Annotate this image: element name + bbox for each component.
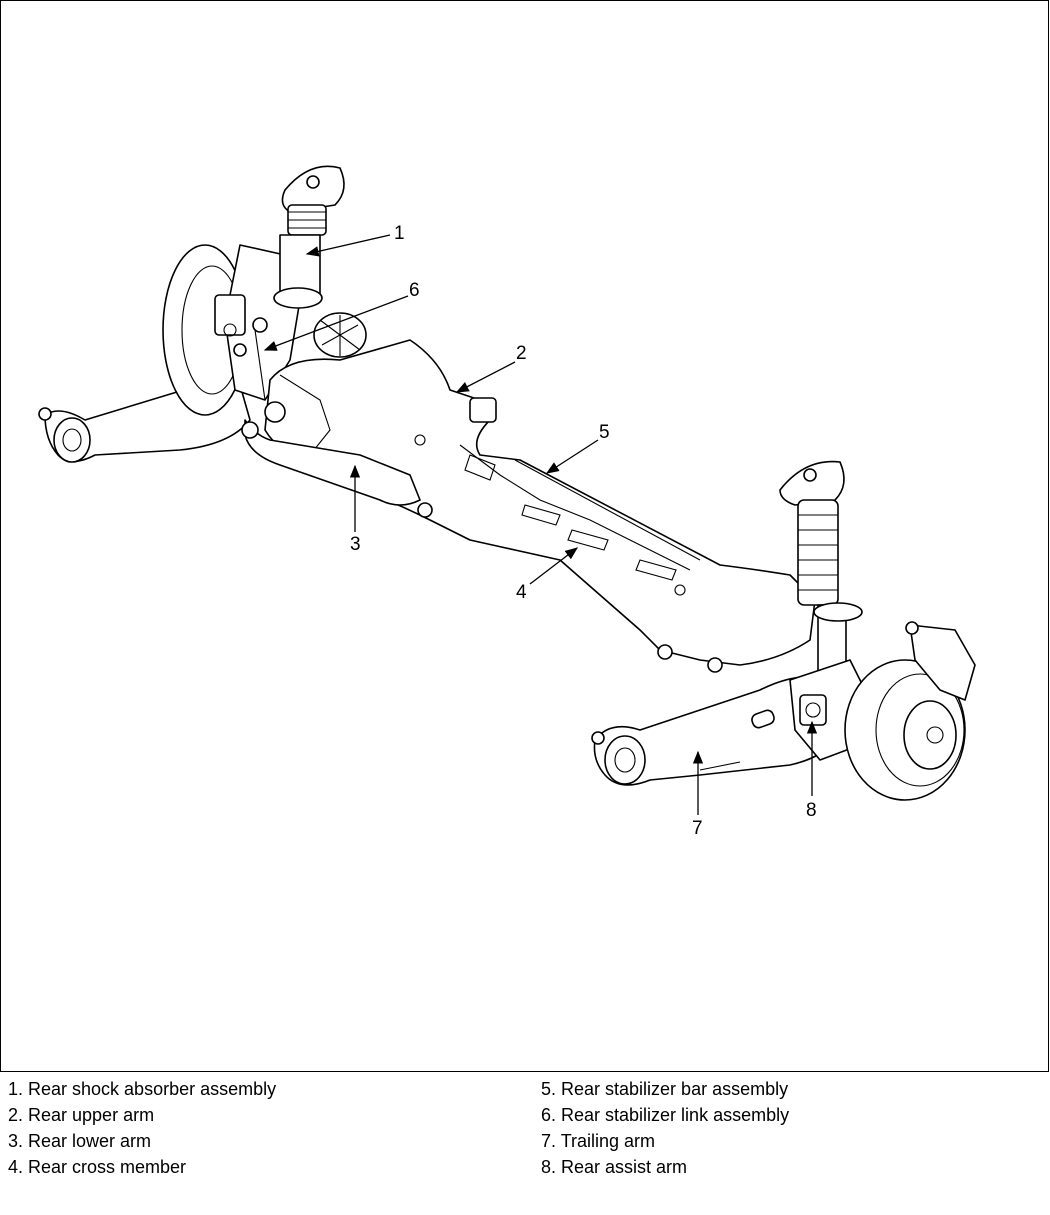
legend-item: 3. Rear lower arm [8,1131,152,1151]
legend-item: 5. Rear stabilizer bar assembly [541,1079,789,1099]
legend-column-left: 1. Rear shock absorber assembly 2. Rear … [8,1076,276,1180]
legend-item: 4. Rear cross member [8,1157,187,1177]
diagram-frame [0,0,1049,1072]
right-brake-disc [844,621,976,801]
callout-7: 7 [692,818,703,839]
callout-3: 3 [350,534,361,555]
callout-2: 2 [516,343,527,364]
left-bump-stop [313,312,367,358]
leader-5 [545,439,599,474]
left-lower-arm [241,401,421,506]
leader-4 [529,547,579,585]
legend-item: 8. Rear assist arm [541,1157,688,1177]
legend-item: 2. Rear upper arm [8,1105,155,1125]
legend-column-right: 5. Rear stabilizer bar assembly 6. Rear … [541,1076,789,1180]
legend-item: 1. Rear shock absorber assembly [8,1079,277,1099]
leader-1 [305,234,391,257]
cross-member [264,339,816,673]
callout-1: 1 [394,223,405,244]
callout-5: 5 [599,422,610,443]
callout-6: 6 [409,280,420,301]
right-shock-absorber [779,460,863,686]
callout-4: 4 [516,582,527,603]
callout-8: 8 [806,800,817,821]
callout-leaders [263,234,818,815]
left-stabilizer-link [233,317,268,401]
legend-item: 6. Rear stabilizer link assembly [541,1105,790,1125]
rear-suspension-diagram: 1 2 3 4 5 6 7 8 [38,165,976,839]
leader-2 [455,361,516,393]
leader-6 [263,295,409,351]
left-shock-absorber [273,165,345,309]
legend-item: 7. Trailing arm [541,1131,656,1151]
